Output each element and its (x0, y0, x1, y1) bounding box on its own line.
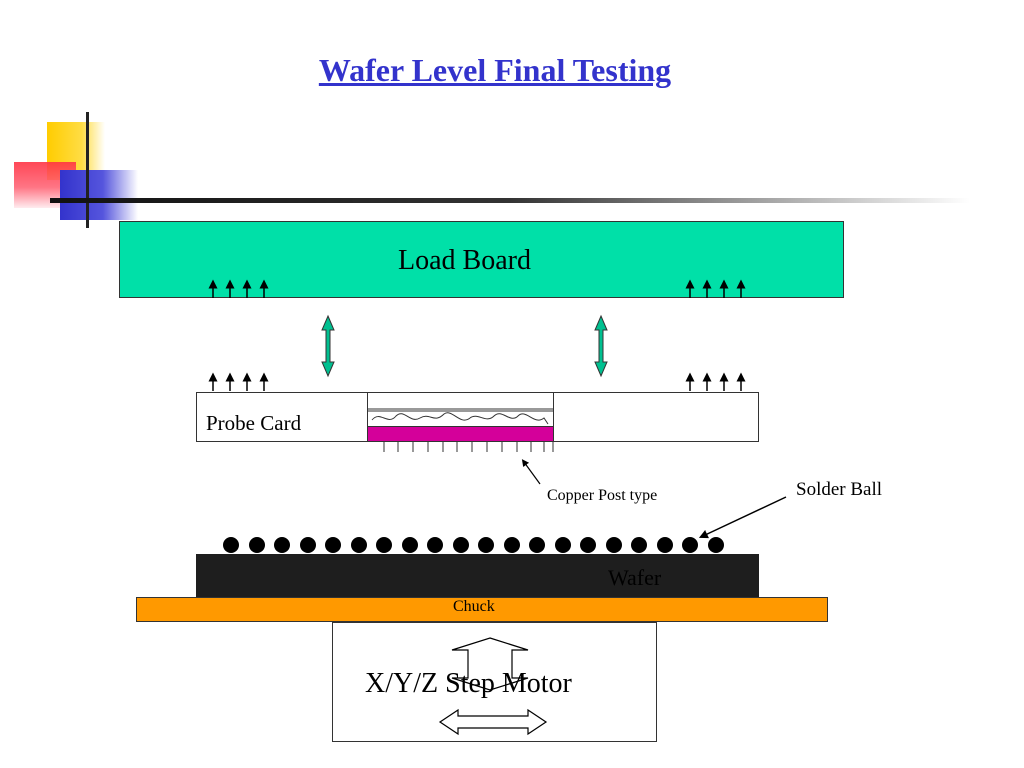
deco-vertical-line (86, 112, 89, 228)
copper-post-label: Copper Post type (547, 487, 658, 504)
deco-horizontal-line (50, 198, 970, 203)
solder-balls (223, 537, 724, 553)
copper-post-pointer (521, 459, 541, 485)
solder-ball-label: Solder Ball (796, 479, 883, 500)
load-board-arrows-right (685, 279, 746, 298)
vertical-double-arrow-right (594, 314, 608, 378)
vertical-double-arrow-left (321, 314, 335, 378)
deco-blue-square (60, 170, 138, 220)
probe-contact-layer (367, 426, 554, 442)
chuck (136, 597, 828, 622)
probe-pins (383, 442, 554, 452)
wafer-label: Wafer (608, 565, 662, 590)
slide-title: Wafer Level Final Testing (318, 52, 672, 88)
step-motor-label: X/Y/Z Step Motor (365, 668, 572, 699)
probe-card-arrows-left (208, 372, 269, 391)
probe-inner-layers (367, 408, 554, 425)
probe-card-center-block (367, 392, 554, 442)
chuck-label: Chuck (453, 598, 495, 615)
wafer (196, 554, 759, 597)
solder-ball-pointer (698, 496, 787, 539)
motor-vertical-arrow (451, 637, 529, 691)
load-board-label: Load Board (398, 245, 531, 276)
probe-card-label: Probe Card (206, 411, 302, 435)
load-board-arrows-left (208, 279, 269, 298)
probe-card-arrows-right (685, 372, 746, 391)
motor-horizontal-arrow (438, 708, 548, 736)
